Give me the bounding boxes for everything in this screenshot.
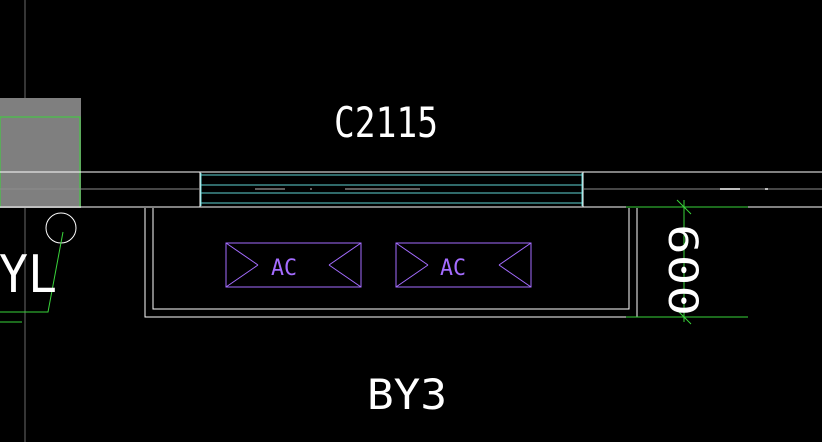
pipe-label: YL [0,245,57,305]
dimension-line [626,199,748,325]
ac-unit-2-label: AC [440,256,466,281]
structural-column [0,98,81,208]
dimension-value: 600 [659,224,705,316]
ac-unit-1-label: AC [271,256,297,281]
room-label[interactable]: BY3 [367,370,447,419]
ac-unit-1[interactable] [225,242,362,288]
pipe-riser-symbol [0,212,77,323]
window-label[interactable]: C2115 [334,98,438,147]
ac-platform [144,208,638,318]
ac-unit-2[interactable] [395,242,532,288]
window-glazing [200,173,583,206]
